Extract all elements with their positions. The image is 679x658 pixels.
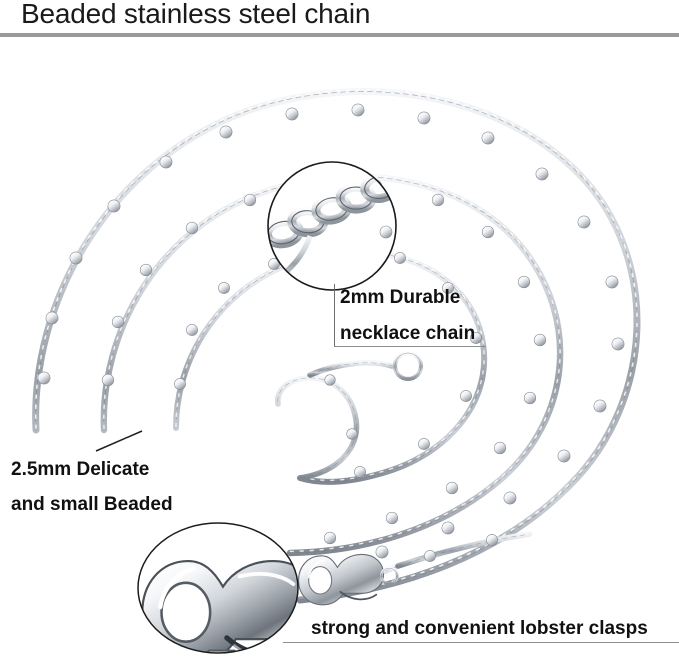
chain-loop-inner (173, 248, 488, 485)
page-title: Beaded stainless steel chain (21, 0, 371, 29)
annotation-2mm-line2: necklace chain (340, 323, 476, 344)
callout-bracket-horizontal-2mm (334, 346, 486, 347)
annotation-2-5mm-line1: 2.5mm Delicate (11, 459, 150, 480)
callout-underline-lobster-clasps (283, 642, 679, 643)
chain-link-magnifier (267, 161, 397, 291)
chain-loop-outer (32, 88, 641, 604)
leader-line-beads (95, 430, 143, 452)
chain-loop-core (275, 360, 395, 481)
annotation-lobster-clasps: strong and convenient lobster clasps (311, 618, 648, 639)
lobster-clasp-small (298, 553, 399, 606)
callout-bracket-vertical-2mm (334, 284, 335, 347)
jump-ring-icon (392, 350, 424, 382)
title-divider (0, 33, 679, 37)
annotation-2mm-line1: 2mm Durable (340, 287, 461, 308)
chain-loop-middle (100, 173, 564, 557)
leader-lines (95, 430, 143, 452)
annotation-2-5mm-line2: and small Beaded (11, 494, 173, 515)
